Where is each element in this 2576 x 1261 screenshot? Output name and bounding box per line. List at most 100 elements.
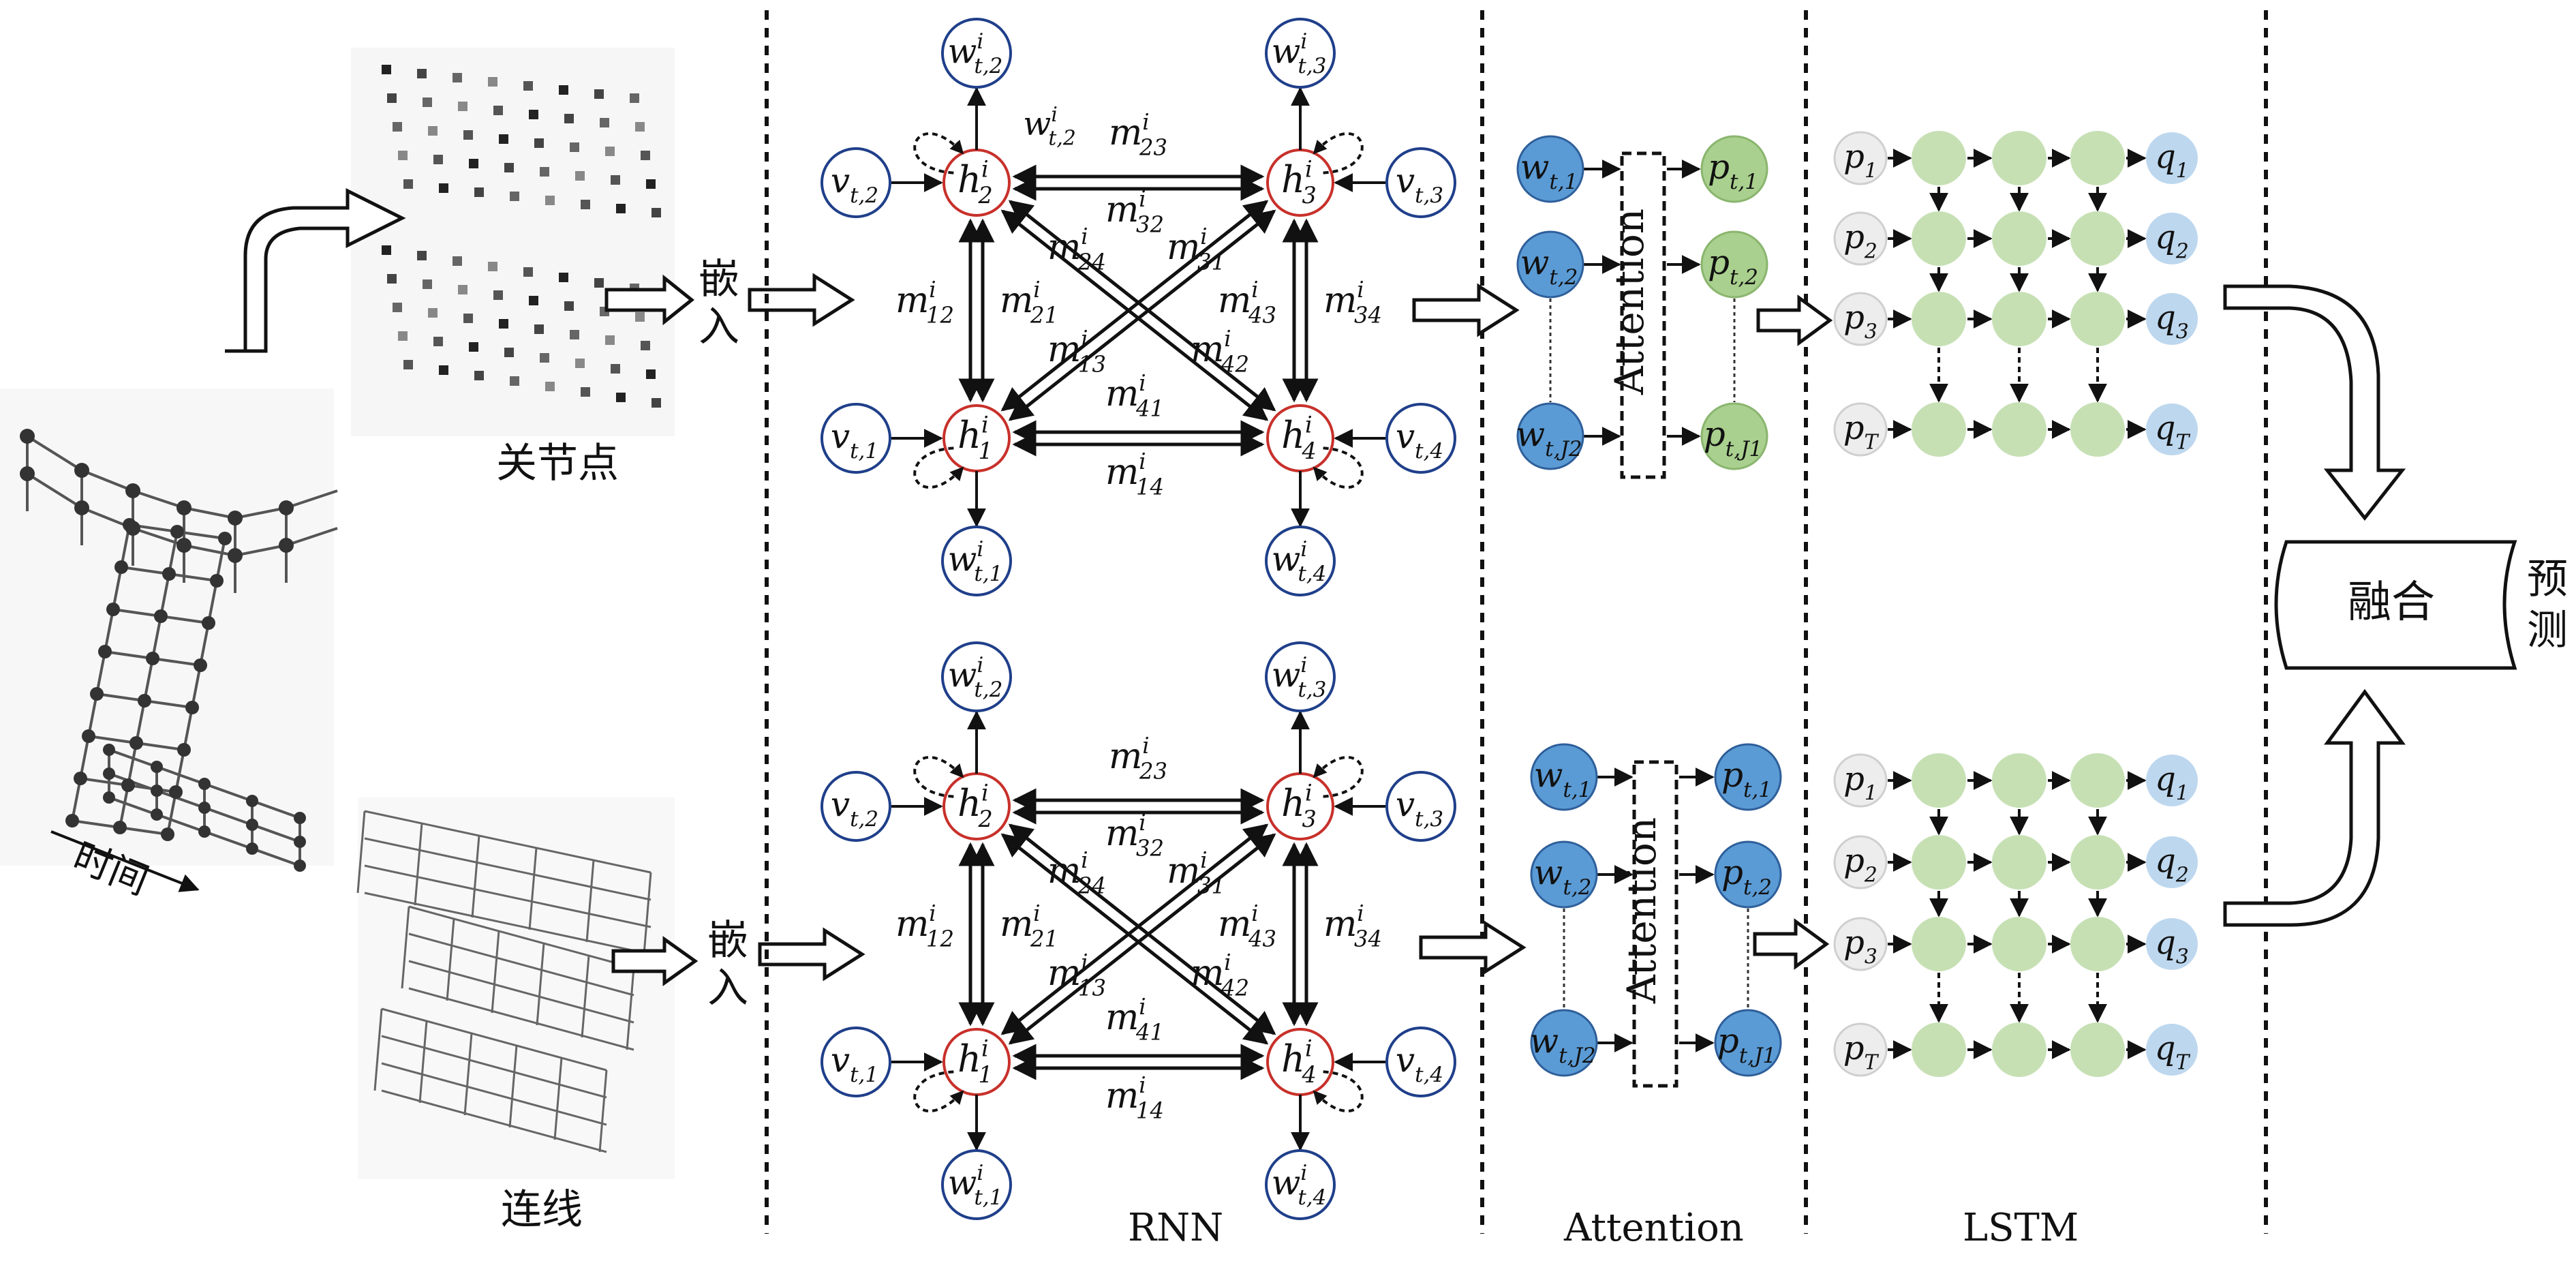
skeleton-joint bbox=[74, 500, 89, 515]
joint-dot bbox=[534, 138, 544, 148]
connection-line bbox=[553, 1057, 563, 1140]
skeleton-edge bbox=[108, 748, 157, 768]
self-loop bbox=[913, 756, 964, 798]
joint-dot bbox=[504, 163, 514, 172]
self-loop bbox=[913, 1070, 964, 1112]
lstm-cell bbox=[2070, 211, 2125, 266]
skeleton-edge bbox=[177, 530, 226, 540]
connection-line bbox=[418, 1020, 428, 1104]
skeleton-edge bbox=[168, 531, 179, 575]
skeleton-joint bbox=[146, 652, 159, 665]
skeleton-joint bbox=[210, 574, 224, 588]
self-loop bbox=[913, 446, 964, 489]
input-node-v bbox=[821, 147, 891, 218]
skeleton-joint bbox=[177, 500, 191, 515]
joint-dot bbox=[463, 314, 473, 323]
skeleton-joint bbox=[198, 778, 211, 790]
hollow-arrow-embed-to-rnn-bottom bbox=[758, 927, 865, 982]
input-node-v bbox=[1385, 771, 1456, 842]
skeleton-edge bbox=[136, 742, 185, 751]
skeleton-joint bbox=[177, 743, 191, 757]
lstm-cell bbox=[1912, 835, 1966, 890]
skeleton-edge bbox=[151, 616, 162, 659]
input-label-v: vt,2 bbox=[831, 161, 878, 208]
joint-dot bbox=[651, 398, 661, 408]
joint-dot bbox=[523, 267, 533, 277]
skeleton-edge bbox=[88, 735, 137, 744]
joint-dot bbox=[651, 208, 661, 217]
joint-dot bbox=[499, 134, 508, 144]
joint-dot bbox=[499, 319, 508, 329]
lstm-cell bbox=[2070, 835, 2125, 890]
joint-dot bbox=[382, 245, 391, 255]
skeleton-edge bbox=[168, 573, 217, 582]
skeleton-edge bbox=[199, 622, 210, 666]
embed-label-bottom-2: 入 bbox=[707, 964, 748, 1012]
connection-line bbox=[463, 1033, 473, 1116]
attention-output-label: pt,J1 bbox=[1704, 414, 1762, 461]
output-node-w bbox=[1265, 641, 1336, 712]
joint-dot bbox=[510, 376, 519, 386]
lstm-cell bbox=[1992, 835, 2046, 890]
joint-dot bbox=[559, 273, 568, 282]
skeleton-edge bbox=[183, 506, 236, 519]
attention-input-node bbox=[1530, 743, 1598, 811]
self-loop bbox=[1313, 756, 1364, 798]
lstm-output-node bbox=[2146, 132, 2198, 184]
joint-dot bbox=[605, 335, 615, 345]
attention-box bbox=[1632, 760, 1678, 1088]
joint-dot bbox=[570, 142, 579, 152]
joint-points-image bbox=[382, 65, 661, 408]
attention-box-label: Attention bbox=[1619, 817, 1665, 1004]
joint-dot bbox=[398, 331, 408, 341]
lstm-cell bbox=[1912, 402, 1966, 457]
self-loop bbox=[1313, 446, 1364, 489]
joint-dot bbox=[469, 159, 478, 168]
input-node-v bbox=[821, 1027, 891, 1097]
skeleton-joint bbox=[246, 842, 258, 855]
section-title-rnn: RNN bbox=[1128, 1206, 1223, 1250]
joint-dot bbox=[463, 130, 473, 140]
joint-dot bbox=[433, 337, 443, 346]
input-node-v bbox=[821, 771, 891, 842]
attention-input-label: wt,J2 bbox=[1529, 1021, 1595, 1068]
lstm-input-label: pT bbox=[1843, 1029, 1880, 1074]
embed-label-top-2: 入 bbox=[699, 303, 739, 351]
skeleton-joint bbox=[185, 701, 199, 714]
input-label-v: vt,4 bbox=[1396, 1040, 1443, 1087]
input-node-v bbox=[821, 403, 891, 474]
joint-dot bbox=[641, 151, 650, 160]
joint-dot bbox=[393, 122, 402, 132]
skeleton-joint bbox=[98, 645, 112, 658]
input-label-v: vt,3 bbox=[1396, 785, 1443, 832]
connection-line bbox=[364, 810, 651, 874]
lstm-cell bbox=[1912, 753, 1966, 808]
lstm-input-node bbox=[1833, 292, 1888, 346]
output-node-w bbox=[941, 641, 1012, 712]
lstm-output-node bbox=[2146, 918, 2198, 970]
skeleton-edge bbox=[144, 699, 193, 709]
skeleton-joint bbox=[151, 761, 163, 773]
lstm-input-label: p2 bbox=[1843, 218, 1877, 263]
skeleton-edge bbox=[87, 693, 98, 737]
connection-line bbox=[491, 930, 500, 1014]
skeleton-edge bbox=[286, 489, 338, 509]
joint-dot bbox=[493, 106, 503, 115]
attention-box bbox=[1620, 151, 1666, 479]
joint-dot bbox=[616, 393, 626, 402]
lstm-output-node bbox=[2146, 293, 2198, 345]
prediction-label-1: 预 bbox=[2527, 556, 2568, 603]
hollow-arrow-attention-to-lstm-bottom bbox=[1753, 918, 1830, 970]
section-dividers bbox=[765, 10, 2268, 1234]
skeleton-edge bbox=[204, 783, 253, 802]
joint-dot bbox=[540, 167, 549, 177]
joint-dot bbox=[611, 364, 620, 374]
connection-line bbox=[585, 860, 595, 943]
hollow-arrow-lines-to-embed bbox=[611, 936, 699, 986]
